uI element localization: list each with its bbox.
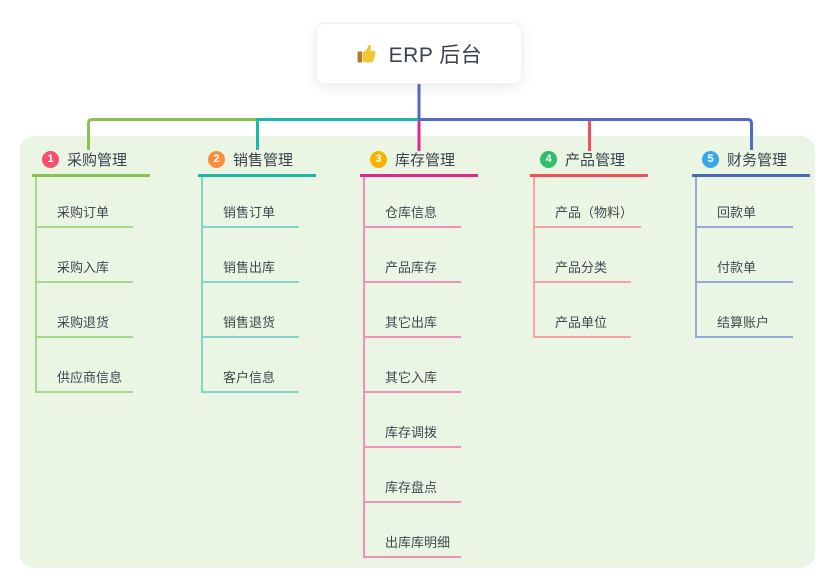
branch-label: 销售管理 (233, 151, 294, 169)
mindmap-node[interactable]: 出库库明细 (365, 503, 461, 558)
branch-header-finance[interactable]: 5 财务管理 (692, 150, 810, 177)
mindmap-node[interactable]: 产品单位 (535, 283, 631, 338)
branch-header-product[interactable]: 4 产品管理 (530, 150, 648, 177)
mindmap-node[interactable]: 产品分类 (535, 228, 631, 283)
root-title: ERP 后台 (388, 43, 483, 67)
badge-4: 4 (540, 150, 557, 168)
branch-label: 产品管理 (565, 151, 626, 169)
mindmap-node[interactable]: 采购退货 (37, 283, 133, 338)
branch-children: 产品（物料） 产品分类 产品单位 (533, 177, 648, 338)
mindmap-node[interactable]: 销售出库 (203, 228, 299, 283)
mindmap-node[interactable]: 其它出库 (365, 283, 461, 338)
mindmap-canvas (20, 136, 815, 568)
branch-header-sales[interactable]: 2 销售管理 (198, 150, 316, 177)
branch-inventory: 3 库存管理 仓库信息 产品库存 其它出库 其它入库 库存调拨 库存盘点 出库库… (360, 150, 478, 558)
badge-1: 1 (42, 150, 59, 168)
mindmap-node[interactable]: 采购入库 (37, 228, 133, 283)
badge-2: 2 (208, 150, 225, 168)
branch-label: 采购管理 (67, 151, 128, 169)
branch-label: 财务管理 (727, 151, 788, 169)
badge-3: 3 (370, 150, 387, 168)
mindmap-node[interactable]: 仓库信息 (365, 177, 461, 228)
mindmap-node[interactable]: 回款单 (697, 177, 793, 228)
mindmap-node[interactable]: 供应商信息 (37, 338, 133, 393)
mindmap-node[interactable]: 结算账户 (697, 283, 793, 338)
branch-label: 库存管理 (395, 151, 456, 169)
mindmap-node[interactable]: 库存盘点 (365, 448, 461, 503)
mindmap-node[interactable]: 客户信息 (203, 338, 299, 393)
branch-sales: 2 销售管理 销售订单 销售出库 销售退货 客户信息 (198, 150, 316, 393)
branch-purchase: 1 采购管理 采购订单 采购入库 采购退货 供应商信息 (32, 150, 150, 393)
badge-5: 5 (702, 150, 719, 168)
branch-product: 4 产品管理 产品（物料） 产品分类 产品单位 (530, 150, 648, 338)
mindmap-node[interactable]: 产品（物料） (535, 177, 642, 228)
branch-header-inventory[interactable]: 3 库存管理 (360, 150, 478, 177)
mindmap-node[interactable]: 采购订单 (37, 177, 133, 228)
branch-children: 销售订单 销售出库 销售退货 客户信息 (201, 177, 316, 393)
mindmap-node[interactable]: 其它入库 (365, 338, 461, 393)
mindmap-node[interactable]: 付款单 (697, 228, 793, 283)
root-node[interactable]: ERP 后台 (316, 23, 522, 84)
mindmap-node[interactable]: 销售退货 (203, 283, 299, 338)
branch-children: 仓库信息 产品库存 其它出库 其它入库 库存调拨 库存盘点 出库库明细 (363, 177, 478, 558)
mindmap-node[interactable]: 库存调拨 (365, 393, 461, 448)
mindmap-node[interactable]: 产品库存 (365, 228, 461, 283)
branch-finance: 5 财务管理 回款单 付款单 结算账户 (692, 150, 810, 338)
branch-header-purchase[interactable]: 1 采购管理 (32, 150, 150, 177)
mindmap-node[interactable]: 销售订单 (203, 177, 299, 228)
branch-children: 回款单 付款单 结算账户 (695, 177, 810, 338)
thumbs-up-icon (357, 44, 376, 63)
branch-children: 采购订单 采购入库 采购退货 供应商信息 (35, 177, 150, 393)
